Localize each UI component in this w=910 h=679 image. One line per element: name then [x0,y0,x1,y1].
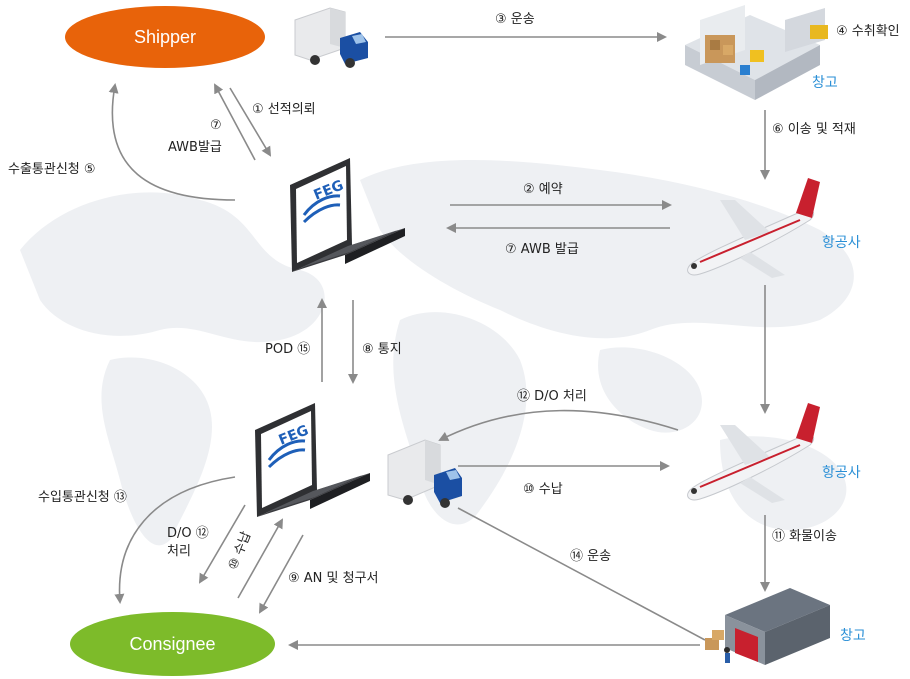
step-15-label: POD ⑮ [265,342,311,357]
step-12-airline-label: ⑫ D/O 처리 [517,389,587,404]
arrow-step-12-consignee [198,504,246,584]
step-7-shipper-label: AWB발급 [168,140,222,155]
truck-top-icon [294,7,368,68]
airline-bottom-label: 항공사 [822,465,861,481]
airline-top-label: 항공사 [822,235,861,251]
warehouse-top-label: 창고 [812,75,838,91]
arrow-step-14 [457,507,706,641]
step-12-consignee-label-1: D/O ⑫ [167,526,209,541]
consignee-node: Consignee [70,612,275,676]
step-8-label: ⑧ 통지 [362,342,402,357]
step-12-consignee-label-2: 처리 [167,544,191,559]
truck-bottom-icon [387,439,462,508]
arrow-step-13 [114,476,236,604]
step-5-label: 수출통관신청 ⑤ [8,162,96,177]
arrow-step-9 [259,534,304,614]
arrow-step-1 [229,87,272,157]
laptop-top-icon: FEG [290,158,405,272]
airplane-top-icon [687,178,820,278]
step-1-label: ① 선적의뢰 [252,102,316,117]
step-6-label: ⑥ 이송 및 적재 [772,122,856,137]
step-3-label: ③ 운송 [495,12,535,27]
arrow-step-5 [108,83,236,201]
airplane-bottom-icon [687,403,820,503]
shipper-node: Shipper [65,6,265,68]
step-13-label: 수입통관신청 ⑬ [38,490,127,505]
step-7-shipper-number: ⑦ [210,118,222,133]
step-2-label: ② 예약 [523,182,563,197]
arrow-step-10-forwarder [237,518,283,599]
step-9-label: ⑨ AN 및 청구서 [288,571,379,586]
warehouse-bottom-label: 창고 [840,628,866,644]
step-10-airline-label: ⑩ 수납 [523,482,563,497]
step-14-label: ⑭ 운송 [570,549,612,564]
step-4-label: ④ 수취확인 [836,24,900,39]
warehouse-top-icon [685,5,828,100]
step-7-forwarder-label: ⑦ AWB 발급 [505,242,579,257]
arrow-step-12-airline [438,409,679,441]
arrow-step-7-shipper [214,83,256,161]
shipper-label: Shipper [133,26,197,47]
warehouse-bottom-icon [705,588,830,665]
consignee-label: Consignee [129,633,216,654]
step-11-label: ⑪ 화물이송 [772,529,837,544]
laptop-bottom-icon: FEG [255,403,370,517]
